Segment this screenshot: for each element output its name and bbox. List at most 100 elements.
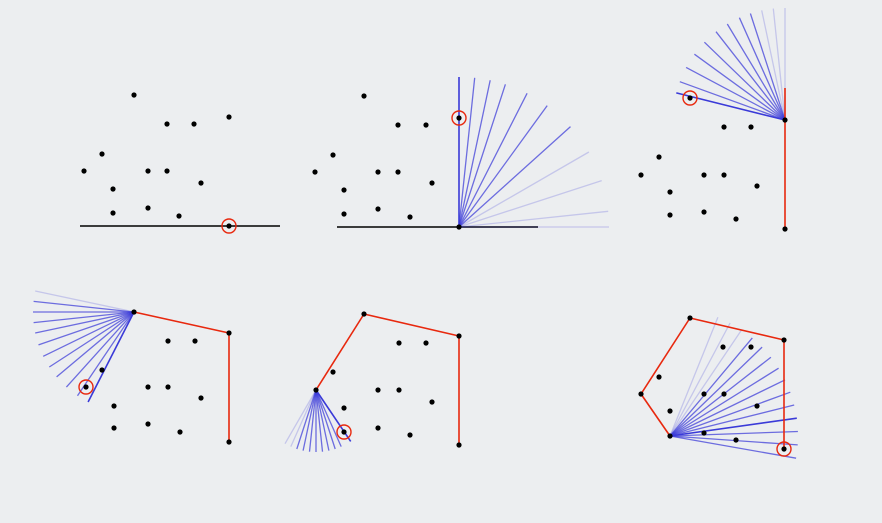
point xyxy=(748,124,754,130)
sweep-ray xyxy=(458,126,571,228)
point xyxy=(131,92,137,98)
point xyxy=(165,338,171,344)
point xyxy=(226,114,232,120)
point xyxy=(456,442,462,448)
sweep-ray xyxy=(33,300,135,313)
point xyxy=(701,209,707,215)
sweep-ray xyxy=(458,179,602,228)
point xyxy=(99,367,105,373)
selected-point-marker xyxy=(451,110,467,126)
sweep-ray xyxy=(685,66,786,121)
hull-edge xyxy=(315,313,365,391)
sweep-ray xyxy=(296,389,317,450)
point xyxy=(656,374,662,380)
point xyxy=(110,210,116,216)
point xyxy=(375,169,381,175)
point xyxy=(456,333,462,339)
sweep-ray xyxy=(458,80,491,228)
sweep-ray xyxy=(749,13,786,121)
point xyxy=(721,124,727,130)
point xyxy=(330,369,336,375)
point xyxy=(667,408,673,414)
point xyxy=(395,122,401,128)
sweep-ray xyxy=(703,41,786,121)
sweep-ray xyxy=(669,404,795,437)
point xyxy=(145,205,151,211)
sweep-ray-chosen xyxy=(669,417,797,437)
point xyxy=(111,425,117,431)
point xyxy=(177,429,183,435)
point xyxy=(687,95,693,101)
point xyxy=(341,211,347,217)
sweep-ray xyxy=(308,389,317,452)
sweep-ray xyxy=(315,389,330,451)
sweep-ray-chosen xyxy=(87,311,135,403)
sweep-ray xyxy=(290,389,317,447)
point xyxy=(429,399,435,405)
sweep-ray xyxy=(669,329,743,437)
point xyxy=(720,344,726,350)
hull-edge xyxy=(689,317,785,341)
sweep-ray xyxy=(458,210,609,228)
point xyxy=(667,433,673,439)
point xyxy=(656,154,662,160)
point xyxy=(176,213,182,219)
point xyxy=(396,387,402,393)
hull-edge xyxy=(640,393,671,437)
point xyxy=(313,387,319,393)
point xyxy=(375,206,381,212)
point xyxy=(226,439,232,445)
sweep-ray xyxy=(76,311,135,397)
sweep-ray xyxy=(694,53,786,121)
point xyxy=(407,432,413,438)
selected-point-marker xyxy=(78,379,94,395)
sweep-ray xyxy=(315,389,336,450)
selected-point-marker xyxy=(776,441,792,457)
sweep-ray xyxy=(738,17,786,121)
sweep-ray xyxy=(669,367,779,437)
point xyxy=(341,429,347,435)
sweep-ray xyxy=(458,84,507,228)
point xyxy=(781,337,787,343)
sweep-ray xyxy=(669,317,719,437)
point xyxy=(375,425,381,431)
point xyxy=(145,168,151,174)
sweep-ray xyxy=(669,391,791,437)
panel-step-2 xyxy=(312,77,609,230)
point xyxy=(667,212,673,218)
point xyxy=(191,121,197,127)
sweep-ray xyxy=(458,105,548,228)
panel-step-5 xyxy=(284,311,462,452)
sweep-ray xyxy=(669,435,797,459)
point xyxy=(341,187,347,193)
point xyxy=(782,117,788,123)
point xyxy=(110,186,116,192)
point xyxy=(456,115,462,121)
sweep-ray xyxy=(761,10,786,121)
point xyxy=(99,151,105,157)
point xyxy=(361,311,367,317)
point xyxy=(111,403,117,409)
sweep-ray xyxy=(669,356,772,437)
point xyxy=(198,395,204,401)
sweep-ray xyxy=(315,389,324,452)
sweep-ray xyxy=(726,23,786,121)
sweep-ray xyxy=(35,311,135,334)
point xyxy=(395,169,401,175)
sweep-ray xyxy=(38,311,135,346)
point xyxy=(226,330,232,336)
sweep-ray xyxy=(65,311,135,388)
sweep-ray-chosen xyxy=(676,92,786,121)
selected-point-marker xyxy=(221,218,237,234)
point xyxy=(81,168,87,174)
point xyxy=(701,391,707,397)
point xyxy=(429,180,435,186)
point xyxy=(423,122,429,128)
selected-point-marker xyxy=(336,424,352,440)
sweep-ray xyxy=(35,290,135,313)
point xyxy=(721,391,727,397)
point xyxy=(312,169,318,175)
point xyxy=(164,168,170,174)
